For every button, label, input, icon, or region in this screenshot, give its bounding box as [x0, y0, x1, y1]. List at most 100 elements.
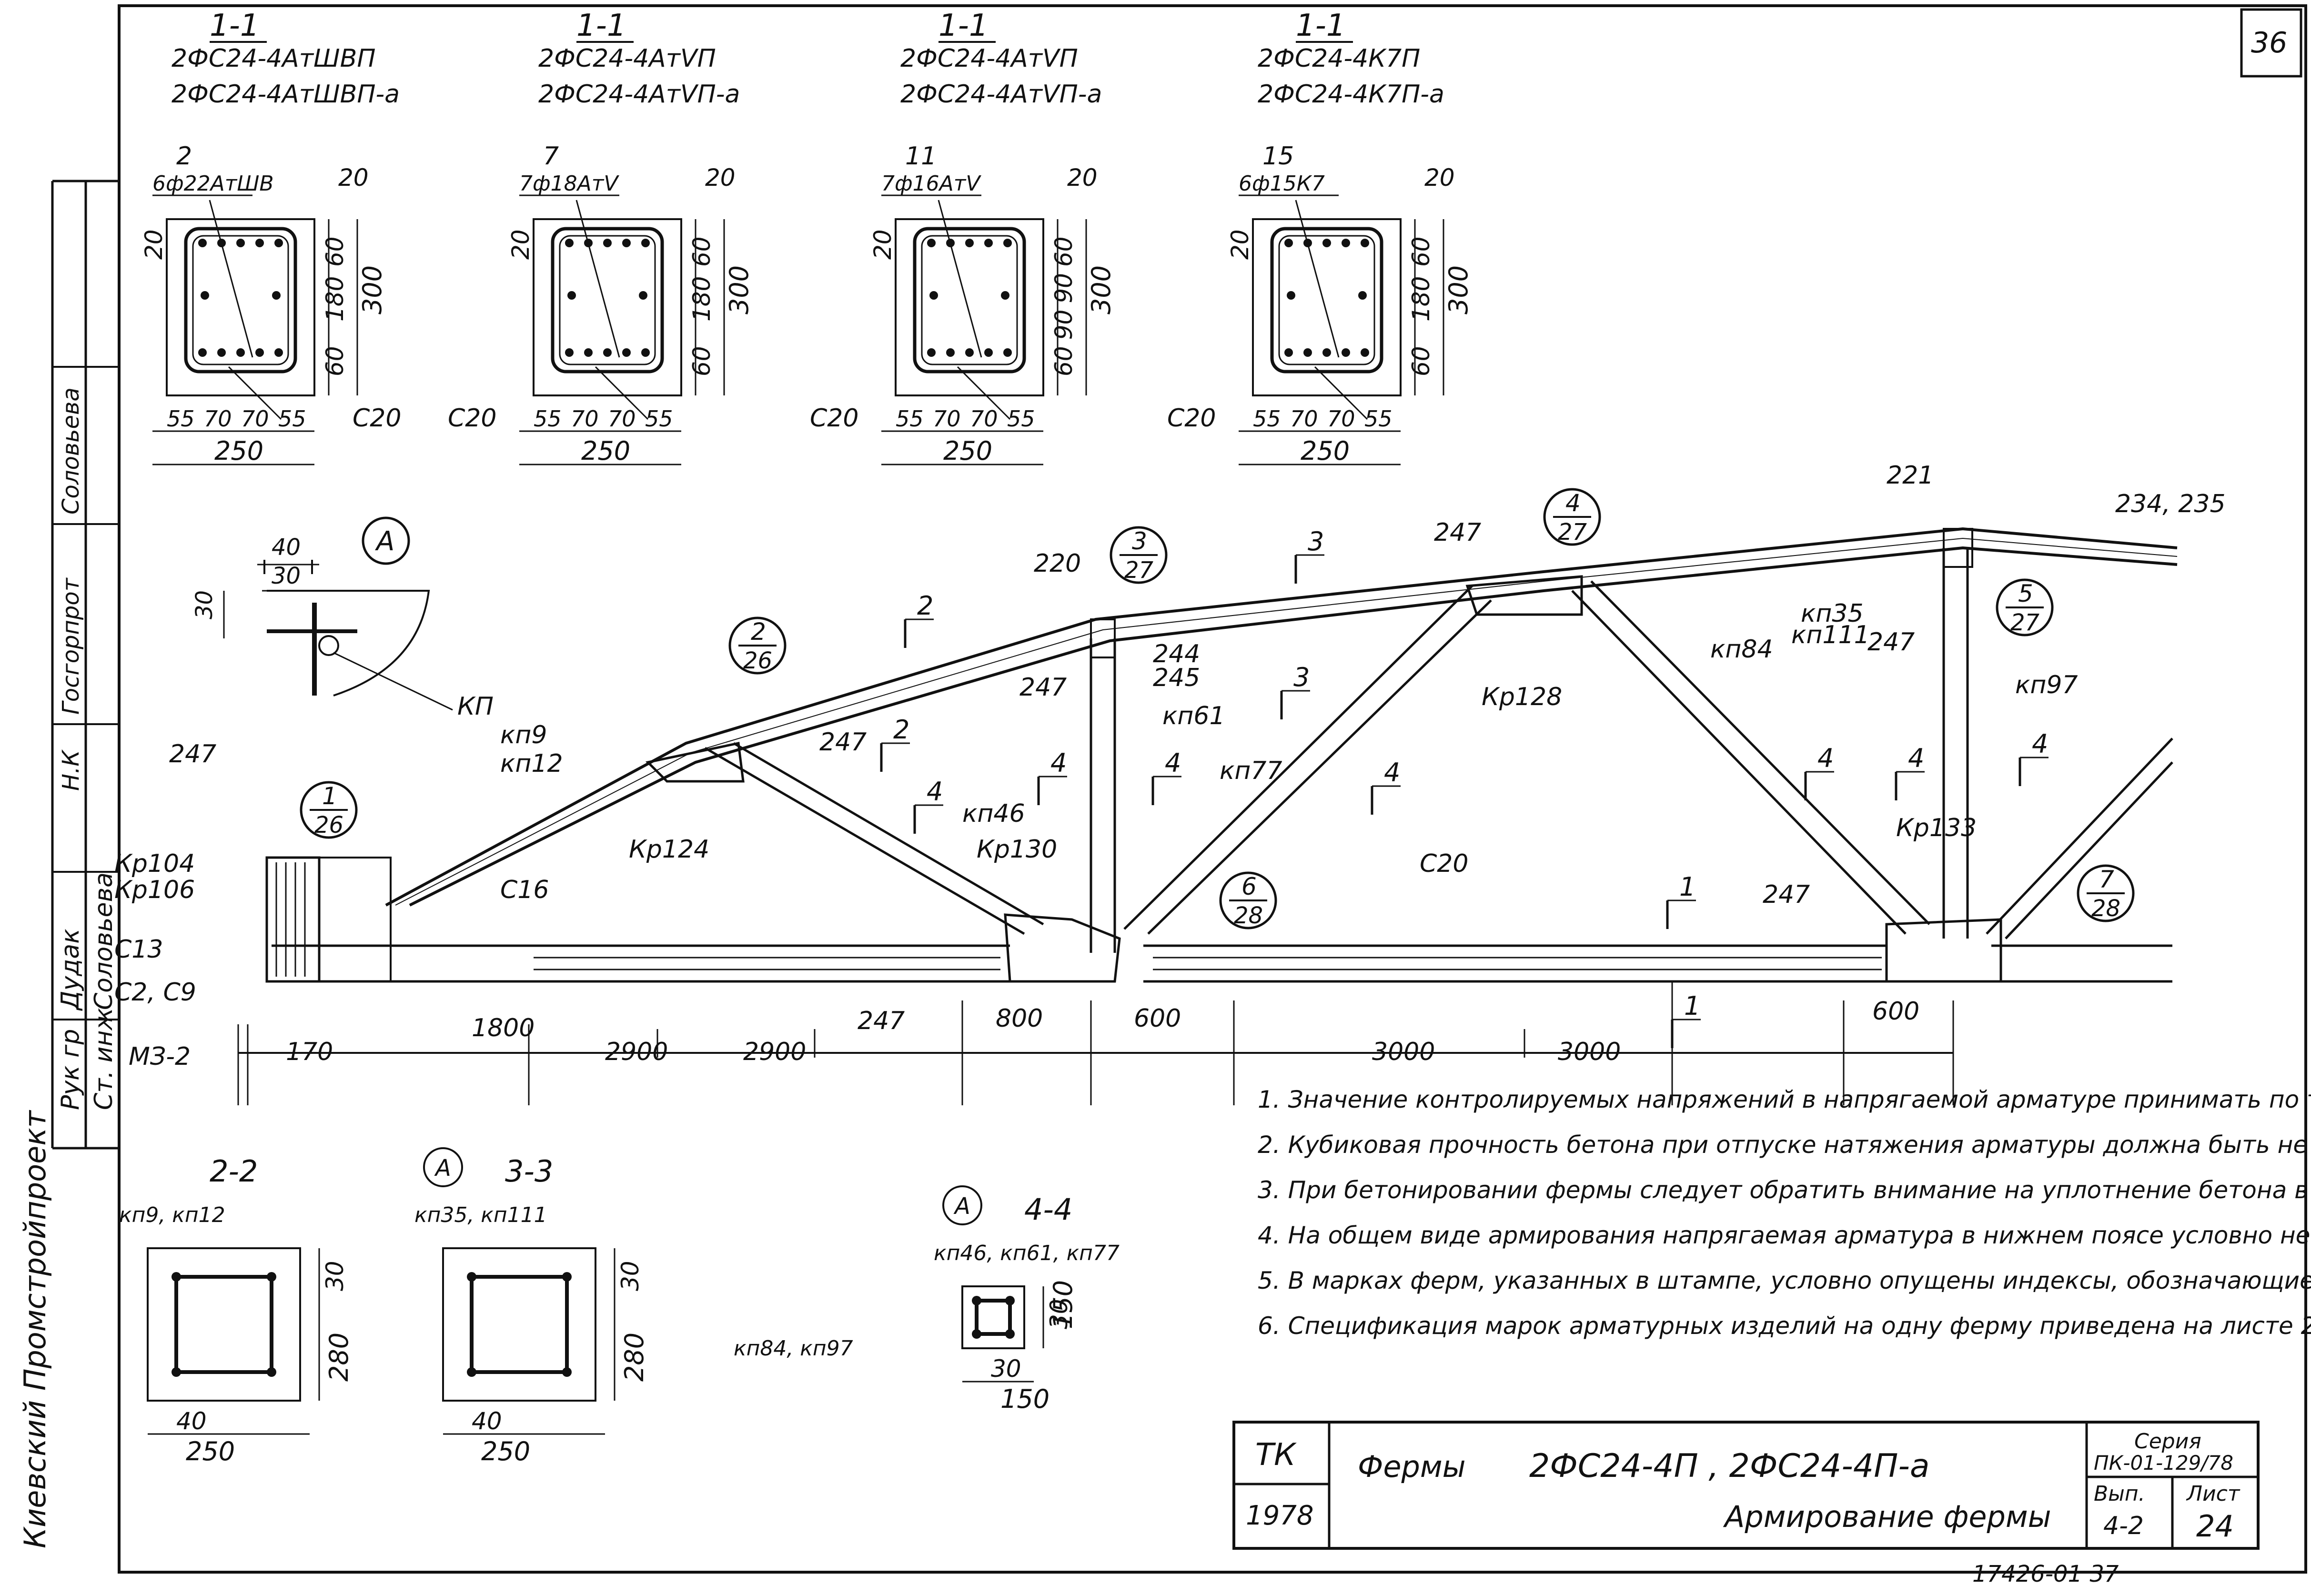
cut-number: 4 — [1908, 743, 1924, 773]
bar-spec: 7ф16АтV — [881, 172, 981, 196]
strip-name-1: Дудак — [56, 929, 85, 1011]
small-dim-h: 150 — [1048, 1280, 1078, 1329]
note-4: 4. На общем виде армирования напрягаемая… — [1258, 1222, 2311, 1249]
bar-spec: 7ф18АтV — [519, 172, 619, 196]
cut-number: 4 — [2032, 729, 2048, 759]
dim-h: 55 — [896, 406, 924, 432]
truss-label: Кр133 — [1896, 814, 1977, 842]
dim-h: 55 — [534, 406, 562, 432]
bar-number: 2 — [176, 142, 192, 171]
node-marker-5: 527 — [1996, 578, 2054, 636]
footer-number: 17426-01 37 — [1972, 1561, 2119, 1587]
truss-label: кп84 — [1710, 635, 1773, 664]
truss-label: 247 — [169, 740, 216, 768]
small-dim-in: 40 — [472, 1407, 502, 1435]
dim-v: 60 — [1050, 236, 1078, 267]
cut-number: 4 — [1050, 748, 1067, 778]
small-section-bars2: кп84, кп97 — [734, 1336, 853, 1361]
node-num: 1 — [322, 782, 337, 810]
dim-h: 55 — [1364, 406, 1393, 432]
node-sheet: 26 — [743, 647, 772, 674]
cover-top: 20 — [140, 229, 168, 260]
truss-label: 245 — [1153, 664, 1200, 692]
stamp-subtitle: Армирование фермы — [1723, 1499, 2051, 1534]
strip-extra-2: Госгорпрот — [58, 577, 84, 715]
section-width: 250 — [943, 436, 992, 466]
strip-name-2: Соловьева — [90, 872, 118, 1010]
section-cut-4: 4 — [1804, 743, 1834, 800]
node-marker-1: 126 — [300, 781, 358, 839]
dim-3000a: 3000 — [1372, 1038, 1435, 1066]
cut-number: 2 — [893, 715, 909, 745]
node-num: 6 — [1241, 873, 1257, 900]
truss-label: С2, С9 — [114, 978, 196, 1007]
total-height: 300 — [1086, 265, 1116, 314]
truss-label: 247 — [858, 1007, 905, 1035]
truss-label: МЗ-2 — [129, 1042, 191, 1071]
stamp-year: 1978 — [1246, 1500, 1314, 1531]
cut-number: 4 — [1817, 743, 1834, 773]
truss-label: 244 — [1153, 640, 1200, 668]
dim-h: 70 — [241, 406, 269, 432]
stirrup-label: С20 — [353, 404, 401, 433]
cover-top: 20 — [507, 229, 535, 260]
stirrup-label: С20 — [1167, 404, 1216, 433]
detail-a-label: КП — [457, 692, 494, 721]
cut-number: 3 — [1293, 662, 1310, 692]
section-cut-4: 4 — [1151, 748, 1181, 805]
section-title: 1-1 — [939, 8, 989, 43]
small-dim-top: 30 — [1045, 1299, 1073, 1329]
section-cut-3: 3 — [1280, 662, 1310, 719]
node-sheet: 28 — [1234, 902, 1263, 929]
truss-label: кп97 — [2015, 671, 2078, 699]
small-section-bars: кп35, кп111 — [414, 1203, 547, 1227]
title-stamp: ТК 1978 Фермы 2ФС24-4П , 2ФС24-4П-а Арми… — [1232, 1421, 2260, 1550]
corner-box — [2240, 8, 2302, 78]
truss-label: Кр106 — [114, 876, 195, 904]
truss-label: Кр104 — [114, 849, 195, 878]
stamp-issue: 4-2 — [2103, 1512, 2144, 1540]
stamp-series: ПК-01-129/78 — [2094, 1451, 2233, 1475]
stamp-sheet: 24 — [2196, 1509, 2234, 1544]
node-num: 5 — [2018, 580, 2033, 607]
truss-label: 247 — [1763, 880, 1810, 909]
small-dim-in: 30 — [991, 1355, 1021, 1383]
section-cut-2: 2 — [904, 591, 934, 648]
section-mark-1: 2ФС24-4АтШВП — [172, 44, 375, 73]
total-height: 300 — [1443, 265, 1473, 314]
truss-label: 247 — [1434, 518, 1481, 547]
truss-label: Кр128 — [1482, 683, 1562, 711]
note-6: 6. Спецификация марок арматурных изделий… — [1258, 1312, 2311, 1340]
node-num: 3 — [1132, 527, 1147, 555]
section-cut-1: 1 — [1666, 872, 1696, 929]
dim-2900b: 2900 — [743, 1038, 806, 1066]
node-sheet: 28 — [2091, 895, 2120, 922]
section-mark-1: 2ФС24-4АтVП — [538, 44, 716, 73]
total-height: 300 — [724, 265, 754, 314]
cut-number: 1 — [1684, 991, 1700, 1021]
stamp-name-prefix: Фермы — [1358, 1449, 1466, 1484]
bar-number: 11 — [905, 142, 937, 171]
stamp-marks: 2ФС24-4П , 2ФС24-4П-а — [1529, 1447, 1930, 1485]
section-width: 250 — [581, 436, 630, 466]
small-dim-h: 280 — [324, 1333, 354, 1382]
small-dim-top: 30 — [616, 1261, 644, 1291]
truss-label: кп12 — [500, 749, 563, 778]
truss-label: кп77 — [1220, 757, 1282, 785]
section-mark-1: 2ФС24-4К7П — [1258, 44, 1420, 73]
node-marker-7: 728 — [2077, 864, 2135, 922]
node-sheet: 27 — [1558, 519, 1587, 545]
node-num: 2 — [751, 618, 766, 646]
detail-a-marker — [362, 516, 410, 565]
dim-h: 55 — [1253, 406, 1281, 432]
cut-number: 3 — [1308, 526, 1324, 556]
dim-v: 60 — [1407, 236, 1435, 267]
strip-role-2: Ст. инж — [90, 1008, 118, 1110]
section-cut-4: 4 — [1895, 743, 1925, 800]
dim-h: 55 — [167, 406, 195, 432]
